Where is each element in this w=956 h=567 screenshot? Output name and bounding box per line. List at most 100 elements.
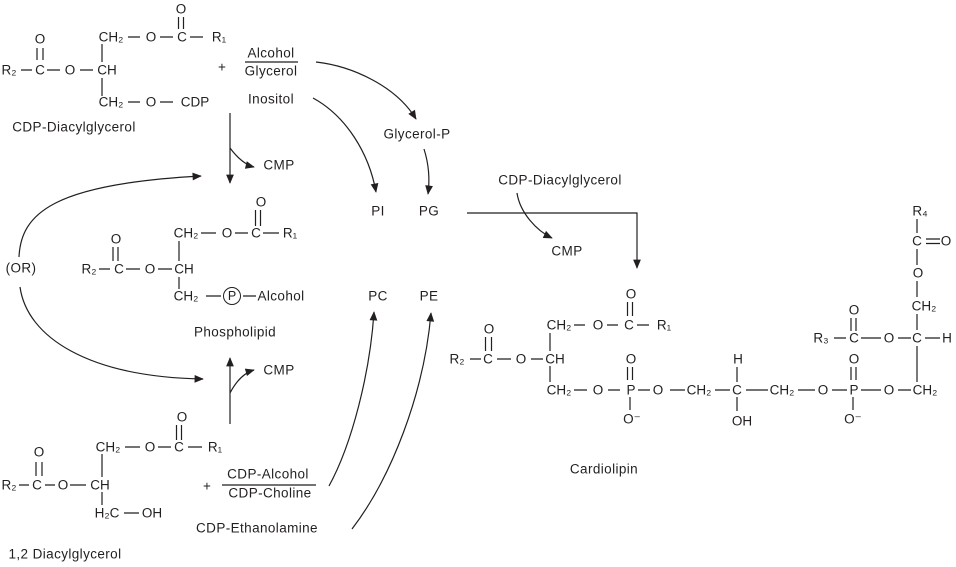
atom-cdp: CDP bbox=[180, 94, 210, 110]
atom-r1: R₁ bbox=[282, 225, 298, 241]
atom-p: P bbox=[849, 382, 859, 398]
label-cdp-diacylglycerol: CDP-Diacylglycerol bbox=[498, 172, 622, 188]
atom-ch2: CH₂ bbox=[912, 382, 938, 398]
double-bonds-phospholipid bbox=[112, 210, 262, 261]
plus-sign: + bbox=[218, 59, 226, 75]
atom-ch2: CH₂ bbox=[546, 317, 572, 333]
arrow-cmp-release-top bbox=[229, 147, 255, 169]
atom-o: O bbox=[34, 31, 46, 47]
atom-p: P bbox=[626, 382, 636, 398]
label-alcohol: Alcohol bbox=[247, 45, 295, 61]
atom-o: O bbox=[848, 351, 860, 367]
atom-ch2: CH₂ bbox=[173, 225, 199, 241]
atom-oh: OH bbox=[731, 413, 753, 429]
atom-o-minus: O⁻ bbox=[844, 411, 862, 427]
arrow-or-upper bbox=[18, 172, 202, 258]
label-glycerol: Glycerol bbox=[244, 63, 298, 79]
atom-o: O bbox=[652, 382, 664, 398]
label-alcohol: Alcohol bbox=[257, 288, 305, 304]
bonds-cardiolipin-right bbox=[834, 219, 940, 382]
plus-sign: + bbox=[203, 478, 211, 494]
atom-r4: R₄ bbox=[912, 203, 928, 219]
atom-o: O bbox=[515, 351, 527, 367]
atom-o: O bbox=[144, 439, 156, 455]
atom-h: H bbox=[733, 351, 743, 367]
atom-ch2: CH₂ bbox=[98, 94, 124, 110]
arrow-glycerol-to-glycerol-p bbox=[315, 61, 417, 120]
atom-o: O bbox=[912, 265, 924, 281]
atom-ch2: CH₂ bbox=[95, 439, 121, 455]
atom-o: O bbox=[33, 444, 45, 460]
atom-c: C bbox=[483, 351, 493, 367]
label-phospholipid: Phospholipid bbox=[193, 324, 277, 340]
atom-o: O bbox=[57, 477, 69, 493]
arrow-inositol-to-pi bbox=[312, 97, 379, 193]
atom-c: C bbox=[177, 29, 187, 45]
atom-c: C bbox=[624, 317, 634, 333]
atom-o: O bbox=[221, 225, 233, 241]
atom-c: C bbox=[174, 439, 184, 455]
atom-p: P bbox=[227, 288, 237, 303]
atom-o: O bbox=[483, 321, 495, 337]
atom-ch: CH bbox=[174, 261, 194, 277]
atom-o: O bbox=[255, 194, 267, 210]
atom-c: C bbox=[732, 382, 742, 398]
atom-o: O bbox=[848, 302, 860, 318]
label-12-diacylglycerol: 1,2 Diacylglycerol bbox=[8, 546, 122, 562]
atom-c: C bbox=[32, 477, 42, 493]
atom-c: C bbox=[35, 62, 45, 78]
atom-r1: R₁ bbox=[656, 317, 672, 333]
atom-o: O bbox=[175, 1, 187, 17]
atom-o: O bbox=[883, 330, 895, 346]
label-cdp-choline: CDP-Choline bbox=[228, 485, 312, 501]
atom-h: H bbox=[942, 330, 952, 346]
label-pe: PE bbox=[419, 288, 439, 304]
atom-c: C bbox=[912, 330, 922, 346]
atom-o: O bbox=[940, 233, 952, 249]
label-cmp: CMP bbox=[263, 362, 295, 378]
phosphate-circle: P bbox=[223, 287, 241, 305]
atom-c: C bbox=[114, 261, 124, 277]
atom-r2: R₂ bbox=[1, 62, 17, 78]
atom-o: O bbox=[176, 409, 188, 425]
label-cardiolipin: Cardiolipin bbox=[569, 461, 639, 477]
atom-o: O bbox=[110, 231, 122, 247]
atom-h2c: H₂C bbox=[94, 505, 120, 521]
atom-r1: R₁ bbox=[207, 439, 223, 455]
arrow-to-pc bbox=[328, 311, 378, 487]
atom-ch: CH bbox=[545, 351, 565, 367]
atom-r2: R₂ bbox=[81, 261, 97, 277]
bonds-phospholipid bbox=[99, 232, 279, 297]
atom-c: C bbox=[251, 225, 261, 241]
double-bonds-cdp-diacylglycerol bbox=[36, 17, 185, 60]
label-cdp-diacylglycerol: CDP-Diacylglycerol bbox=[12, 119, 136, 135]
atom-ch2: CH₂ bbox=[769, 382, 795, 398]
bonds-diacylglycerol bbox=[19, 446, 202, 514]
label-or: (OR) bbox=[5, 260, 37, 276]
arrow-pg-to-cardiolipin bbox=[467, 212, 641, 269]
atom-o: O bbox=[64, 62, 76, 78]
label-pi: PI bbox=[371, 203, 385, 219]
atom-o: O bbox=[625, 286, 637, 302]
atom-o: O bbox=[592, 317, 604, 333]
atom-ch2: CH₂ bbox=[911, 298, 937, 314]
label-pg: PG bbox=[418, 203, 440, 219]
atom-ch: CH bbox=[97, 62, 117, 78]
label-pc: PC bbox=[368, 288, 388, 304]
atom-r1: R₁ bbox=[211, 29, 227, 45]
atom-ch2: CH₂ bbox=[686, 382, 712, 398]
atom-oh: OH bbox=[141, 505, 163, 521]
atom-ch2: CH₂ bbox=[546, 382, 572, 398]
atom-o: O bbox=[625, 351, 637, 367]
atom-o-minus: O⁻ bbox=[623, 411, 641, 427]
double-bonds-cardiolipin-right bbox=[850, 238, 940, 331]
atom-o: O bbox=[145, 29, 157, 45]
bonds-cdp-diacylglycerol bbox=[21, 36, 203, 103]
atom-ch: CH bbox=[90, 477, 110, 493]
label-glycerol-p: Glycerol-P bbox=[383, 126, 451, 142]
label-cmp: CMP bbox=[551, 243, 583, 259]
atom-ch2: CH₂ bbox=[173, 288, 199, 304]
double-bonds-cardiolipin-left bbox=[484, 302, 857, 380]
arrow-cmp-release-middle bbox=[516, 192, 553, 239]
